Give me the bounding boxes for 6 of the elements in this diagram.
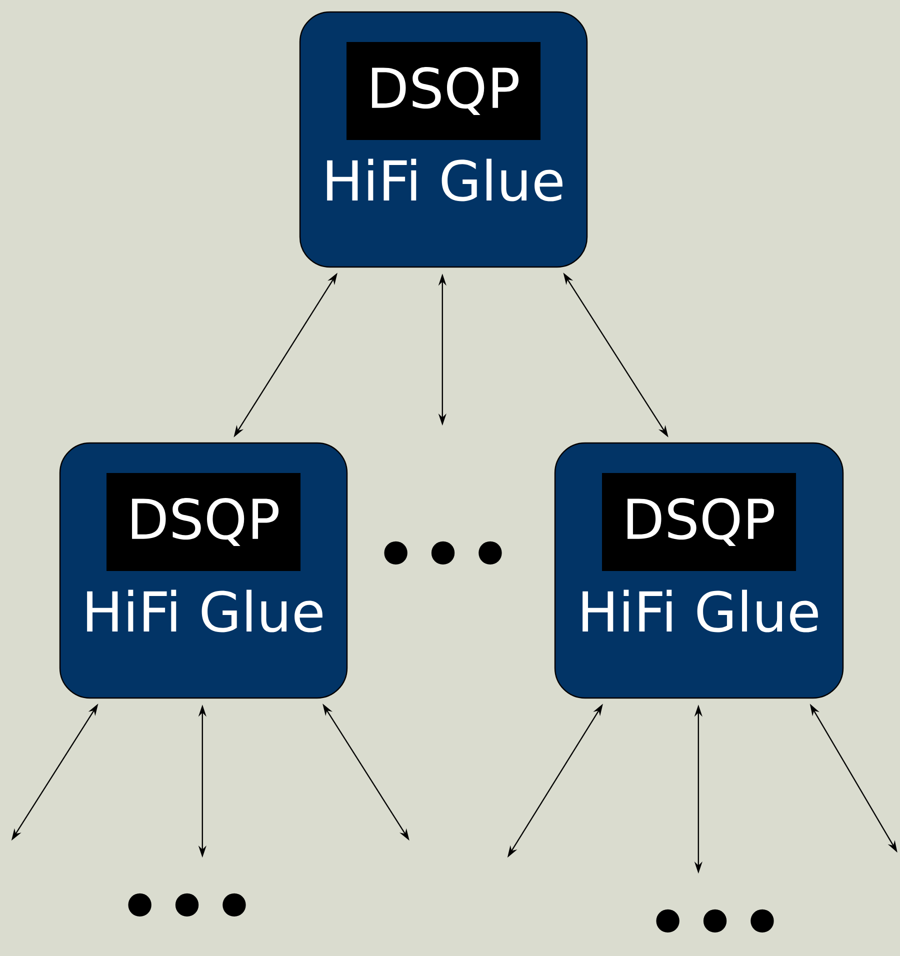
process-box: DSQP HiFi Glue xyxy=(59,442,348,699)
ellipsis: ••• xyxy=(128,893,246,916)
process-box: DSQP HiFi Glue xyxy=(299,11,588,268)
ellipsis: ••• xyxy=(384,541,502,564)
ellipsis: ••• xyxy=(656,909,774,932)
process-box: DSQP HiFi Glue xyxy=(554,442,844,699)
